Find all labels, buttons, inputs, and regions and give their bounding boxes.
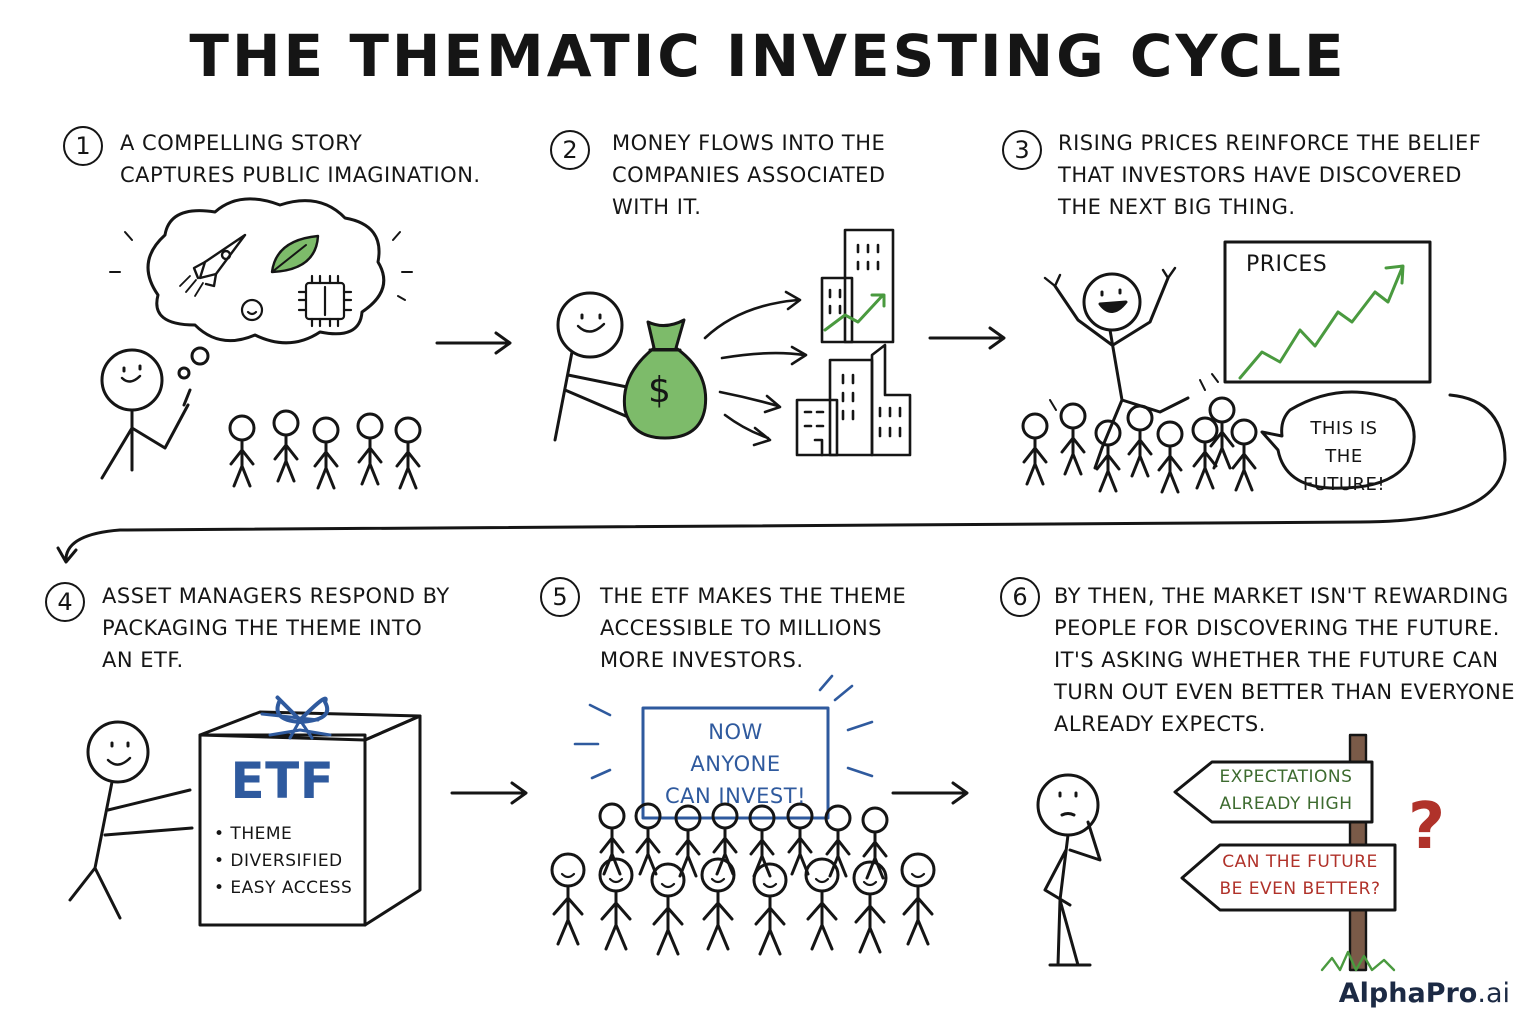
speech-bubble (1260, 390, 1416, 490)
step-6-text: BY THEN, THE MARKET ISN'T REWARDING PEOP… (1054, 584, 1516, 736)
brand-suffix: .ai (1477, 978, 1510, 1009)
arrow-4-to-5 (450, 781, 528, 805)
step-5-text: THE ETF MAKES THE THEME ACCESSIBLE TO MI… (600, 584, 907, 672)
step-6-number: 6 (1000, 577, 1040, 617)
smiley-face-icon (240, 298, 264, 322)
sign-future-better: CAN THE FUTURE BE EVEN BETTER? (1219, 852, 1381, 899)
etf-bullet-diversified: • DIVERSIFIED (214, 851, 343, 871)
etf-bullet-easy-access: • EASY ACCESS (214, 878, 353, 898)
crowd-listening (228, 409, 422, 490)
leaf-icon (270, 234, 320, 274)
thinking-figure (1036, 773, 1102, 967)
rocket-icon (179, 233, 247, 297)
banner-text: NOW ANYONE CAN INVEST! (664, 720, 807, 808)
step-1-text: A COMPELLING STORY CAPTURES PUBLIC IMAGI… (120, 131, 481, 187)
dollar-sign: $ (648, 370, 672, 411)
brand-logo: AlphaPro.ai (1339, 978, 1510, 1009)
investor-crowd (550, 802, 936, 956)
chip-icon (297, 274, 353, 328)
arrow-2-to-3 (928, 326, 1006, 350)
flow-arrows (703, 290, 808, 447)
step-2-number: 2 (550, 130, 590, 170)
step-2-text: MONEY FLOWS INTO THE COMPANIES ASSOCIATE… (612, 131, 886, 219)
storyteller-figure (100, 348, 192, 480)
etf-bullet-theme: • THEME (214, 824, 293, 844)
page-title: THE THEMATIC INVESTING CYCLE (189, 22, 1347, 90)
etf-box (198, 695, 422, 927)
question-mark: ? (1408, 790, 1446, 864)
step-1-number: 1 (63, 126, 103, 166)
speech-bubble-text: THIS IS THE FUTURE! (1302, 418, 1386, 495)
investor-figure (553, 291, 637, 442)
sign-expectations-high: EXPECTATIONS ALREADY HIGH (1219, 767, 1353, 814)
thought-cloud-scene (109, 197, 413, 380)
office-buildings (795, 228, 912, 457)
brand-name: AlphaPro (1338, 978, 1478, 1009)
arrow-3-to-4 (56, 393, 1507, 564)
step-5-number: 5 (540, 577, 580, 617)
step-4-text: ASSET MANAGERS RESPOND BY PACKAGING THE … (102, 584, 450, 672)
chart-label: PRICES (1246, 252, 1328, 277)
packaging-figure (68, 720, 194, 920)
step-4-number: 4 (45, 582, 85, 622)
signpost (1173, 733, 1397, 972)
step-3-number: 3 (1002, 130, 1042, 170)
crowd-cheering (1021, 396, 1258, 494)
price-chart-board (1223, 240, 1432, 384)
etf-label: ETF (230, 752, 335, 810)
arrow-1-to-2 (435, 331, 512, 355)
banner-sign (573, 674, 874, 820)
arrow-5-to-6 (891, 781, 969, 805)
celebrating-figure (1043, 266, 1219, 470)
step-3-text: RISING PRICES REINFORCE THE BELIEF THAT … (1058, 131, 1482, 219)
money-bag-icon (622, 318, 708, 440)
